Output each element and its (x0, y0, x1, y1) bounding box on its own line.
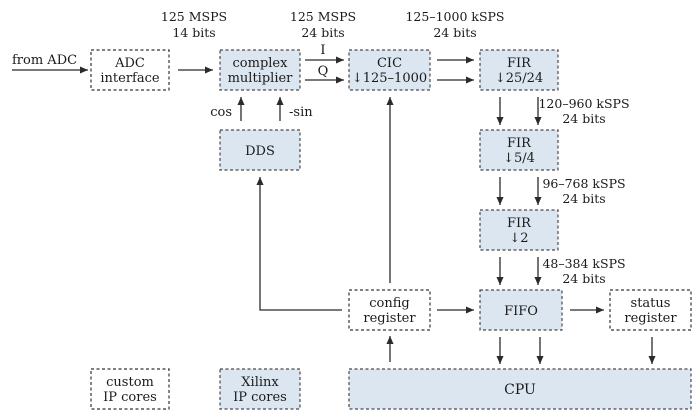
svg-text:complex: complex (233, 56, 289, 71)
svg-text:custom: custom (106, 375, 154, 390)
fir2-rate-label: 96–768 kSPS (542, 176, 625, 191)
status-register-block: status register (609, 289, 692, 331)
svg-text:IP cores: IP cores (103, 390, 157, 405)
cic-bits-label: 24 bits (433, 25, 476, 40)
sin-label: -sin (289, 105, 313, 120)
svg-text:FIR: FIR (507, 216, 532, 231)
i-label: I (320, 43, 325, 58)
svg-text:↓5/4: ↓5/4 (503, 151, 535, 166)
svg-text:DDS: DDS (245, 144, 275, 159)
svg-text:register: register (624, 311, 677, 326)
adc-rate-label: 125 MSPS (161, 9, 227, 24)
mult-bits-label: 24 bits (301, 25, 344, 40)
fir3-bits-label: 24 bits (562, 271, 605, 286)
fir2-bits-label: 24 bits (562, 191, 605, 206)
svg-text:IP cores: IP cores (233, 390, 287, 405)
fir-5-4-block: FIR ↓5/4 (479, 129, 559, 171)
complex-multiplier-block: complex multiplier (219, 49, 301, 91)
svg-text:multiplier: multiplier (228, 71, 294, 86)
config-register-block: config register (348, 289, 431, 331)
svg-text:interface: interface (100, 71, 160, 86)
legend-custom-ip-cores: custom IP cores (90, 368, 170, 410)
cpu-block: CPU (348, 368, 692, 410)
adc-interface-block: ADC interface (90, 49, 170, 91)
dds-block: DDS (219, 129, 301, 171)
svg-text:FIR: FIR (507, 136, 532, 151)
fir1-rate-label: 120–960 kSPS (538, 96, 629, 111)
adc-bits-label: 14 bits (172, 25, 215, 40)
fir3-rate-label: 48–384 kSPS (542, 256, 625, 271)
svg-text:CPU: CPU (504, 382, 536, 398)
svg-text:↓2: ↓2 (509, 231, 528, 246)
cic-block: CIC ↓125–1000 (348, 49, 431, 91)
svg-text:ADC: ADC (114, 56, 145, 71)
cic-rate-label: 125–1000 kSPS (405, 9, 504, 24)
legend-xilinx-ip-cores: Xilinx IP cores (219, 368, 301, 410)
q-label: Q (318, 64, 329, 79)
mult-rate-label: 125 MSPS (290, 9, 356, 24)
svg-text:status: status (631, 296, 671, 311)
svg-text:register: register (363, 311, 416, 326)
config-to-dds-arrow (256, 177, 342, 311)
fir-25-24-block: FIR ↓25/24 (479, 49, 559, 91)
svg-text:Xilinx: Xilinx (241, 375, 279, 390)
svg-text:↓125–1000: ↓125–1000 (352, 71, 427, 86)
fifo-block: FIFO (479, 289, 563, 331)
svg-text:↓25/24: ↓25/24 (495, 71, 543, 86)
fir-2-block: FIR ↓2 (479, 209, 559, 251)
fir1-bits-label: 24 bits (562, 111, 605, 126)
svg-text:FIFO: FIFO (504, 304, 538, 319)
from-adc-label: from ADC (12, 53, 77, 68)
svg-text:config: config (369, 296, 409, 311)
cos-label: cos (210, 105, 232, 120)
svg-text:CIC: CIC (377, 56, 402, 71)
svg-text:FIR: FIR (507, 56, 532, 71)
